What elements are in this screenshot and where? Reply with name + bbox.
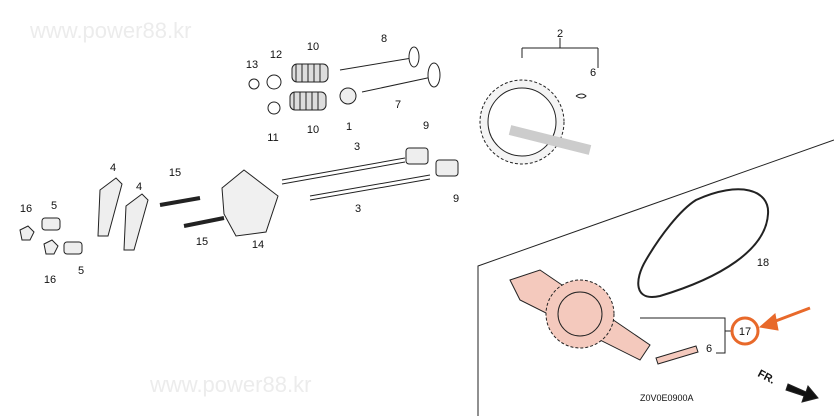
- tappet: [405, 147, 429, 165]
- callout-14: 14: [252, 239, 264, 251]
- callout-12: 12: [270, 49, 282, 61]
- pivot-nut: [43, 239, 59, 255]
- rocker-arm: [97, 177, 123, 237]
- diagram-code: Z0V0E0900A: [640, 393, 694, 403]
- camshaft: [508, 125, 592, 155]
- push-rod: [281, 157, 406, 181]
- valve-spring: [289, 91, 327, 111]
- callout-7: 7: [395, 99, 401, 111]
- callout-10: 10: [307, 41, 319, 53]
- callout-18: 18: [757, 257, 769, 269]
- valve-head: [408, 46, 420, 68]
- valve-spring: [291, 63, 329, 83]
- rocker-stud: [159, 196, 201, 207]
- tappet: [435, 159, 459, 177]
- pivot-nut: [19, 225, 35, 241]
- callout-3: 3: [354, 141, 360, 153]
- rocker-stud: [183, 216, 225, 228]
- valve-intake: [361, 76, 433, 93]
- valve-cotter: [248, 78, 260, 90]
- inset-border: [477, 139, 834, 416]
- callout-6: 6: [706, 343, 712, 355]
- spring: [575, 93, 587, 99]
- highlight-arrowhead: [758, 313, 779, 331]
- callout-6: 6: [590, 67, 596, 79]
- leader-line: [521, 38, 599, 68]
- callout-8: 8: [381, 33, 387, 45]
- push-rod-edge: [309, 178, 431, 201]
- callout-13: 13: [246, 59, 258, 71]
- highlight-circle: [730, 316, 760, 346]
- callout-17: 17: [739, 326, 751, 338]
- valve-seal: [267, 101, 281, 115]
- push-rod-guide-plate: [221, 169, 279, 237]
- callout-15: 15: [169, 167, 181, 179]
- rocker-pivot: [41, 217, 61, 231]
- callout-9: 9: [453, 193, 459, 205]
- camshaft-assembly: [509, 269, 699, 365]
- callout-5: 5: [51, 200, 57, 212]
- camshaft-gear-hub: [487, 87, 557, 157]
- callout-16: 16: [44, 274, 56, 286]
- valve-rotator: [339, 87, 357, 105]
- callout-15: 15: [196, 236, 208, 248]
- valve-retainer: [266, 74, 282, 90]
- callout-11: 11: [267, 132, 278, 144]
- push-rod: [309, 174, 431, 197]
- valve-exhaust: [339, 57, 413, 71]
- rocker-arm: [123, 193, 149, 251]
- spring: [655, 345, 699, 365]
- cam-chain: [637, 188, 770, 298]
- leader-line: [640, 317, 733, 354]
- callout-1: 1: [346, 121, 352, 133]
- callout-5: 5: [78, 265, 84, 277]
- callout-4: 4: [110, 162, 116, 174]
- push-rod-edge: [281, 161, 406, 185]
- callout-4: 4: [136, 181, 142, 193]
- front-direction-arrow: [785, 383, 819, 403]
- rocker-pivot: [63, 241, 83, 255]
- callout-16: 16: [20, 203, 32, 215]
- callout-10: 10: [307, 124, 319, 136]
- callout-3: 3: [355, 203, 361, 215]
- callout-2: 2: [557, 28, 563, 40]
- front-label: FR.: [756, 368, 777, 387]
- valve-head: [427, 62, 441, 88]
- callout-9: 9: [423, 120, 429, 132]
